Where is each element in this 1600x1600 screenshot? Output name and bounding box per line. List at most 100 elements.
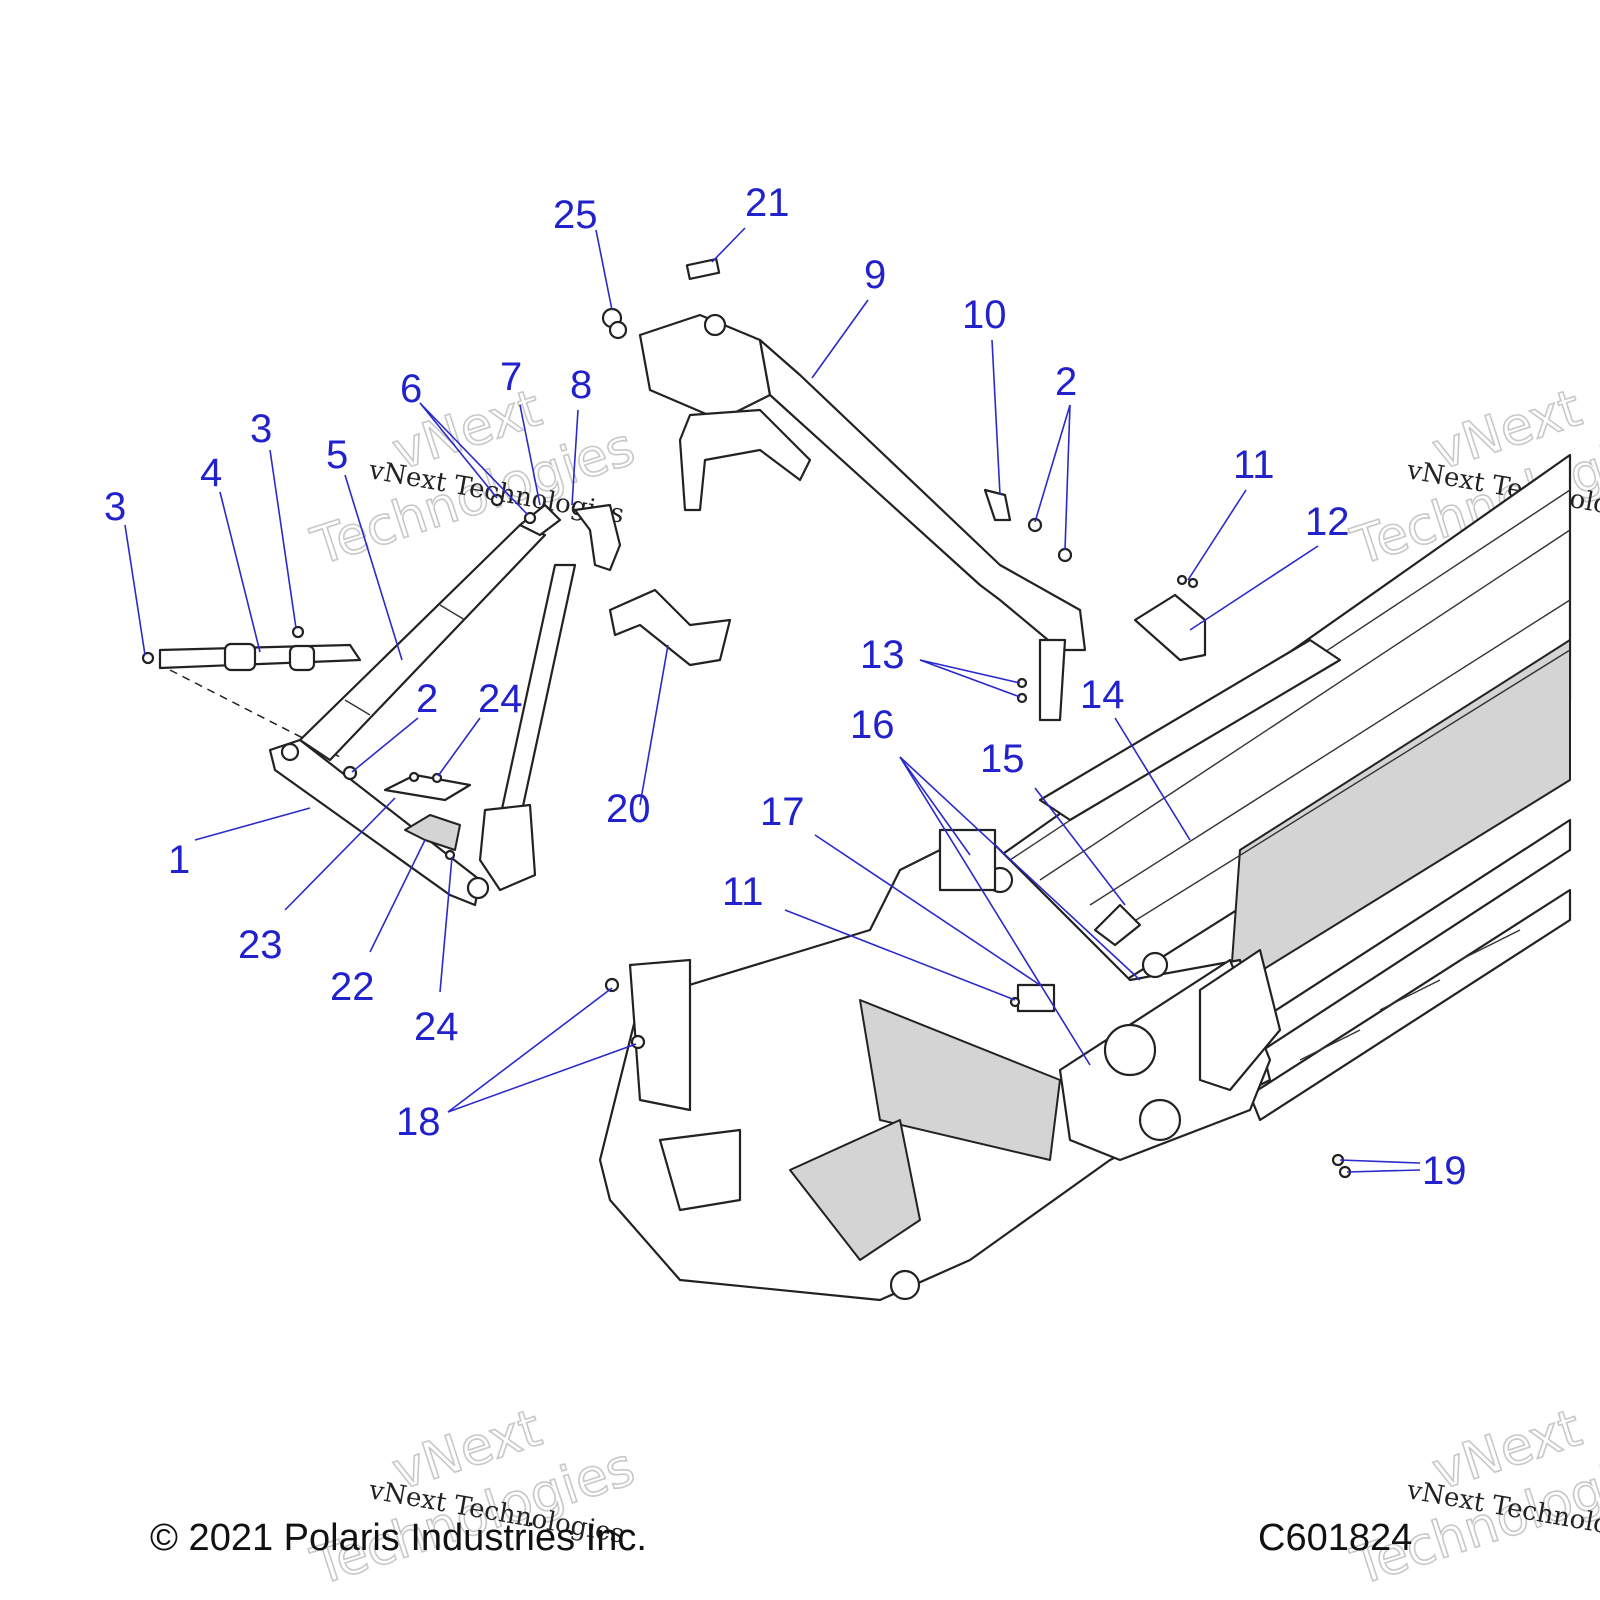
part-15-handle [1093, 903, 1142, 947]
tunnel-rail-4 [1119, 649, 1571, 931]
leader-21 [711, 227, 746, 263]
part-4-bushing-b [288, 644, 316, 672]
leader-19b [1346, 1169, 1421, 1173]
callout-2-upper: 2 [1055, 360, 1077, 404]
callout-24-lower: 24 [414, 1005, 459, 1049]
part-1-hole-a [280, 742, 300, 762]
part-1-hole-b [466, 876, 490, 900]
leader-2b [1064, 404, 1071, 551]
callout-18: 18 [396, 1100, 441, 1144]
part-9-tube [758, 338, 1087, 652]
leader-2c [351, 717, 419, 773]
part-4-bushing-a [223, 642, 257, 672]
part-6-bolt-b [523, 511, 537, 525]
part-11-screw-b [1187, 577, 1199, 589]
front-tower-left [628, 958, 692, 1112]
leader-22 [369, 839, 426, 953]
callout-24-upper: 24 [478, 677, 523, 721]
bulkhead-assembly [598, 828, 1282, 1302]
callout-21: 21 [745, 181, 790, 225]
part-22-bracket [404, 814, 461, 851]
part-10-pin [983, 488, 1012, 522]
running-board-slot-2 [1379, 979, 1441, 1011]
leader-19a [1339, 1159, 1421, 1164]
figure-id: C601824 [1258, 1517, 1412, 1559]
callout-4: 4 [200, 451, 222, 495]
tunnel-rail-2 [1039, 529, 1571, 881]
tunnel-cover-plate [1038, 638, 1342, 822]
leader-17 [814, 834, 1041, 986]
part-13-screw-b [1016, 692, 1028, 704]
leader-18b [447, 1043, 637, 1113]
running-board-slot-3 [1459, 929, 1521, 961]
part-18-bolt-a [604, 977, 620, 993]
part-7-mount [518, 503, 562, 537]
leader-9 [811, 299, 869, 379]
callout-2-lower: 2 [416, 677, 438, 721]
part-24-screw-c [444, 849, 456, 861]
callout-3-right: 3 [250, 407, 272, 451]
part-18-bolt-b [630, 1034, 646, 1050]
callout-19: 19 [1422, 1149, 1467, 1193]
callout-10: 10 [962, 293, 1007, 337]
leader-3a [124, 524, 146, 656]
leader-10 [991, 339, 1001, 496]
part-1-front-frame [268, 738, 490, 907]
leader-23 [284, 797, 396, 911]
part-25-clamp-b [608, 320, 628, 340]
callout-12: 12 [1305, 500, 1350, 544]
part-3-bolt-b [291, 625, 305, 639]
part-9-hoop [638, 313, 1087, 722]
tunnel-rail-3 [1089, 599, 1571, 906]
part-24-screw-b [431, 772, 443, 784]
leader-24b [439, 856, 453, 993]
leader-8 [571, 409, 579, 506]
leader-lines [124, 227, 1421, 1173]
callout-16: 16 [850, 703, 895, 747]
callout-20: 20 [606, 787, 651, 831]
callout-6: 6 [400, 367, 422, 411]
leader-3b [269, 449, 297, 629]
bulkhead-floor-pan [859, 999, 1061, 1161]
part-8-bracket [573, 503, 622, 572]
bulkhead-cup-2 [1141, 951, 1169, 979]
leader-7 [519, 404, 541, 506]
leader-16b [899, 756, 1141, 981]
part-2-nut-lower [342, 765, 358, 781]
leader-4 [219, 491, 261, 653]
callout-1: 1 [168, 838, 190, 882]
callout-9: 9 [864, 253, 886, 297]
callout-7: 7 [500, 355, 522, 399]
part-5-joint-a [344, 699, 371, 716]
front-lower-arm-mount [658, 1128, 742, 1212]
part-9-lower-loop [678, 408, 812, 512]
leader-2a [1034, 404, 1071, 523]
tunnel-side-panel [1229, 639, 1571, 991]
callout-25: 25 [553, 193, 598, 237]
callout-15: 15 [980, 737, 1025, 781]
callout-22: 22 [330, 965, 375, 1009]
bulkhead-lower-shade [789, 1119, 921, 1261]
part-12-cover [1133, 593, 1207, 662]
callout-11-upper: 11 [1233, 443, 1275, 487]
leader-6a [419, 402, 498, 499]
leader-11a [1187, 489, 1247, 581]
callout-14: 14 [1080, 673, 1125, 717]
part-5-strut [298, 523, 547, 762]
leader-15 [1034, 787, 1126, 906]
vent-panel-16 [938, 828, 997, 892]
part-23-plate [383, 773, 472, 802]
vertical-strut-foot [478, 803, 537, 892]
callout-17: 17 [760, 790, 805, 834]
part-3-bolt-a [141, 651, 155, 665]
leader-12 [1189, 545, 1319, 631]
callout-labels: 25 21 9 10 2 11 12 13 14 16 15 17 11 18 … [104, 181, 1467, 1193]
leader-13a [919, 659, 1021, 684]
part-21-decal [685, 257, 721, 281]
part-2-nut-upper-b [1057, 547, 1073, 563]
bulkhead-vent-plate [1198, 948, 1282, 1092]
part-4-body [158, 643, 362, 670]
leader-1 [194, 807, 311, 841]
part-vertical-strut [478, 563, 577, 892]
